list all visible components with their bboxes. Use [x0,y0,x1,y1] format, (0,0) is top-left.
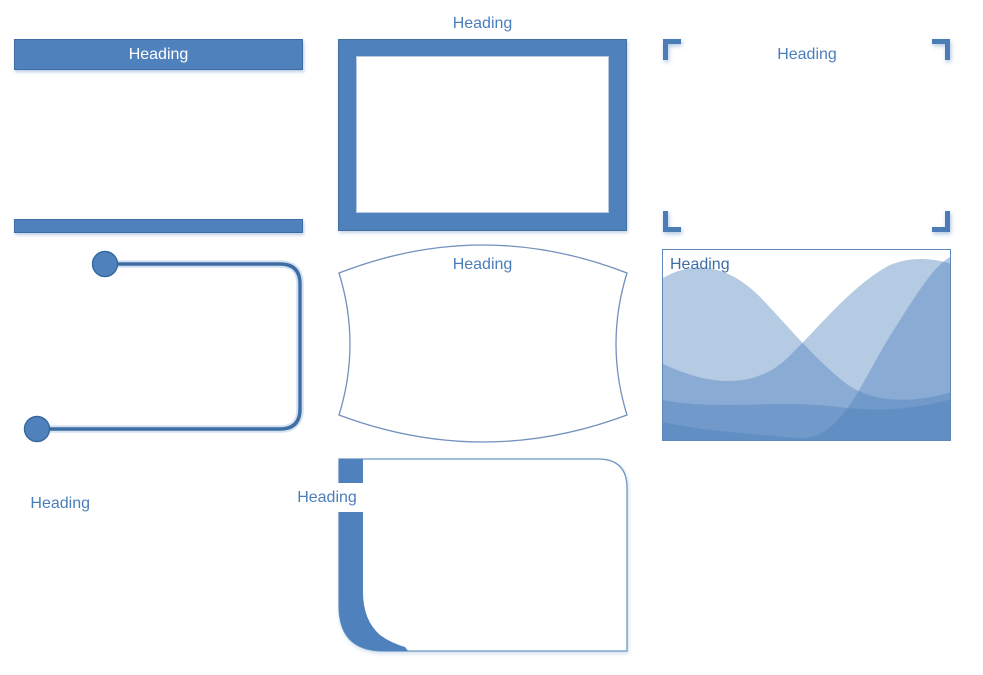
corner-bracket-bottom-left-icon [663,211,681,232]
frame-inner-area [356,56,609,213]
heading-tab[interactable]: Heading [291,483,363,512]
heading-label: Heading [777,46,837,63]
heading-label: Heading [670,256,730,273]
frame-shape[interactable] [338,39,627,231]
panel-thick-frame[interactable]: Heading [330,0,650,240]
header-bar-shape[interactable]: Heading [14,39,303,70]
heading-label: Heading [297,488,357,506]
heading-label: Heading [452,15,513,32]
pin-connector-graphic [23,250,304,443]
pillow-outline-graphic [338,244,628,443]
corner-bracket-top-left-icon [663,39,681,60]
corner-bracket-bottom-right-icon [932,211,950,232]
heading-label: Heading [30,495,90,512]
panel-pin-line[interactable]: Heading [0,240,330,512]
panel-waves[interactable]: Heading [650,240,983,460]
panel-side-tab[interactable]: Heading [290,450,650,665]
footer-bar-shape[interactable] [14,219,303,233]
heading-label: Heading [452,256,513,273]
heading-label: Heading [128,45,189,63]
corner-bracket-top-right-icon [932,39,950,60]
panel-top-bars[interactable]: Heading [0,0,330,240]
panel-corner-brackets[interactable]: Heading [650,0,983,240]
wave-picture-shape[interactable] [662,249,951,441]
side-tab-card-graphic [338,458,628,652]
panel-pillow[interactable]: Heading [330,215,650,460]
waves-graphic [663,257,950,440]
